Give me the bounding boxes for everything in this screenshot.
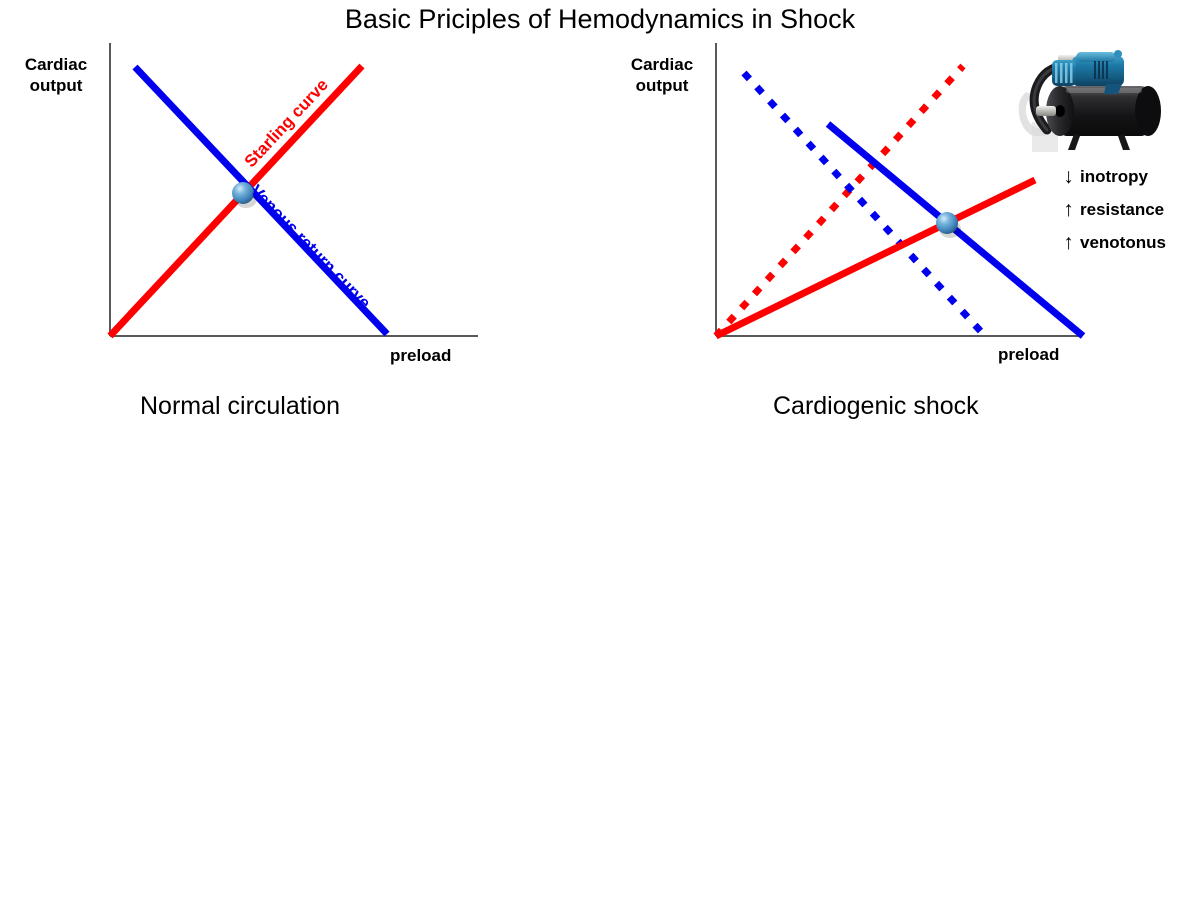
panel-normal-circulation: Cardiac output Starling curve xyxy=(0,0,600,440)
pump-ghost-shadow xyxy=(1018,92,1045,136)
caption-normal-circulation: Normal circulation xyxy=(140,392,341,420)
panel-cardiogenic-shock: Cardiac output xyxy=(600,0,1200,440)
pump-tank xyxy=(1060,86,1148,136)
pump-motor-knob xyxy=(1114,50,1122,58)
y-axis-label-right: Cardiac output xyxy=(630,55,694,95)
annotation-resistance: ↑ resistance xyxy=(1060,193,1200,226)
chart-cardiogenic-shock xyxy=(713,43,1086,340)
chart-normal-circulation xyxy=(107,43,478,339)
starling-curve-normal-dotted-right xyxy=(713,63,966,339)
venous-return-curve-line-left xyxy=(132,64,390,337)
shock-annotations-list: ↓ inotropy ↑ resistance ↑ venotonus xyxy=(1060,160,1200,259)
pump-tank-highlight xyxy=(1066,88,1142,93)
annotation-venotonus-label: venotonus xyxy=(1080,232,1166,252)
arrow-up-icon: ↑ xyxy=(1063,231,1074,254)
pump-motor-top xyxy=(1076,52,1116,62)
pump-motor-vents xyxy=(1094,61,1108,79)
pump-motor-fins xyxy=(1055,63,1073,83)
page-title: Basic Priciples of Hemodynamics in Shock xyxy=(344,4,856,34)
pump-leg-right xyxy=(1118,134,1130,150)
starling-curve-depressed-right xyxy=(714,176,1037,340)
pump-tank-port xyxy=(1055,105,1065,117)
water-pump-image xyxy=(1006,38,1196,156)
arrow-down-icon: ↓ xyxy=(1063,165,1074,188)
annotation-inotropy-label: inotropy xyxy=(1080,166,1148,186)
venous-return-curve-normal-dotted-right xyxy=(741,70,988,339)
caption-cardiogenic-shock: Cardiogenic shock xyxy=(773,392,979,420)
equilibrium-point-left xyxy=(232,182,254,204)
pump-leg-left xyxy=(1068,134,1080,150)
annotation-inotropy: ↓ inotropy xyxy=(1060,160,1200,193)
y-axis-label-left: Cardiac output xyxy=(24,55,88,95)
arrow-up-icon: ↑ xyxy=(1063,198,1074,221)
pump-inlet-pipe xyxy=(1036,106,1056,116)
x-axis-label-left: preload xyxy=(390,346,452,365)
annotation-venotonus: ↑ venotonus xyxy=(1060,226,1200,259)
annotation-resistance-label: resistance xyxy=(1080,199,1165,219)
pump-tank-right-cap xyxy=(1135,86,1161,136)
x-axis-label-right: preload xyxy=(998,345,1060,364)
equilibrium-point-right xyxy=(936,212,958,234)
pump-motor-outlet xyxy=(1104,84,1122,94)
venous-return-curve-shifted-right xyxy=(825,121,1086,339)
